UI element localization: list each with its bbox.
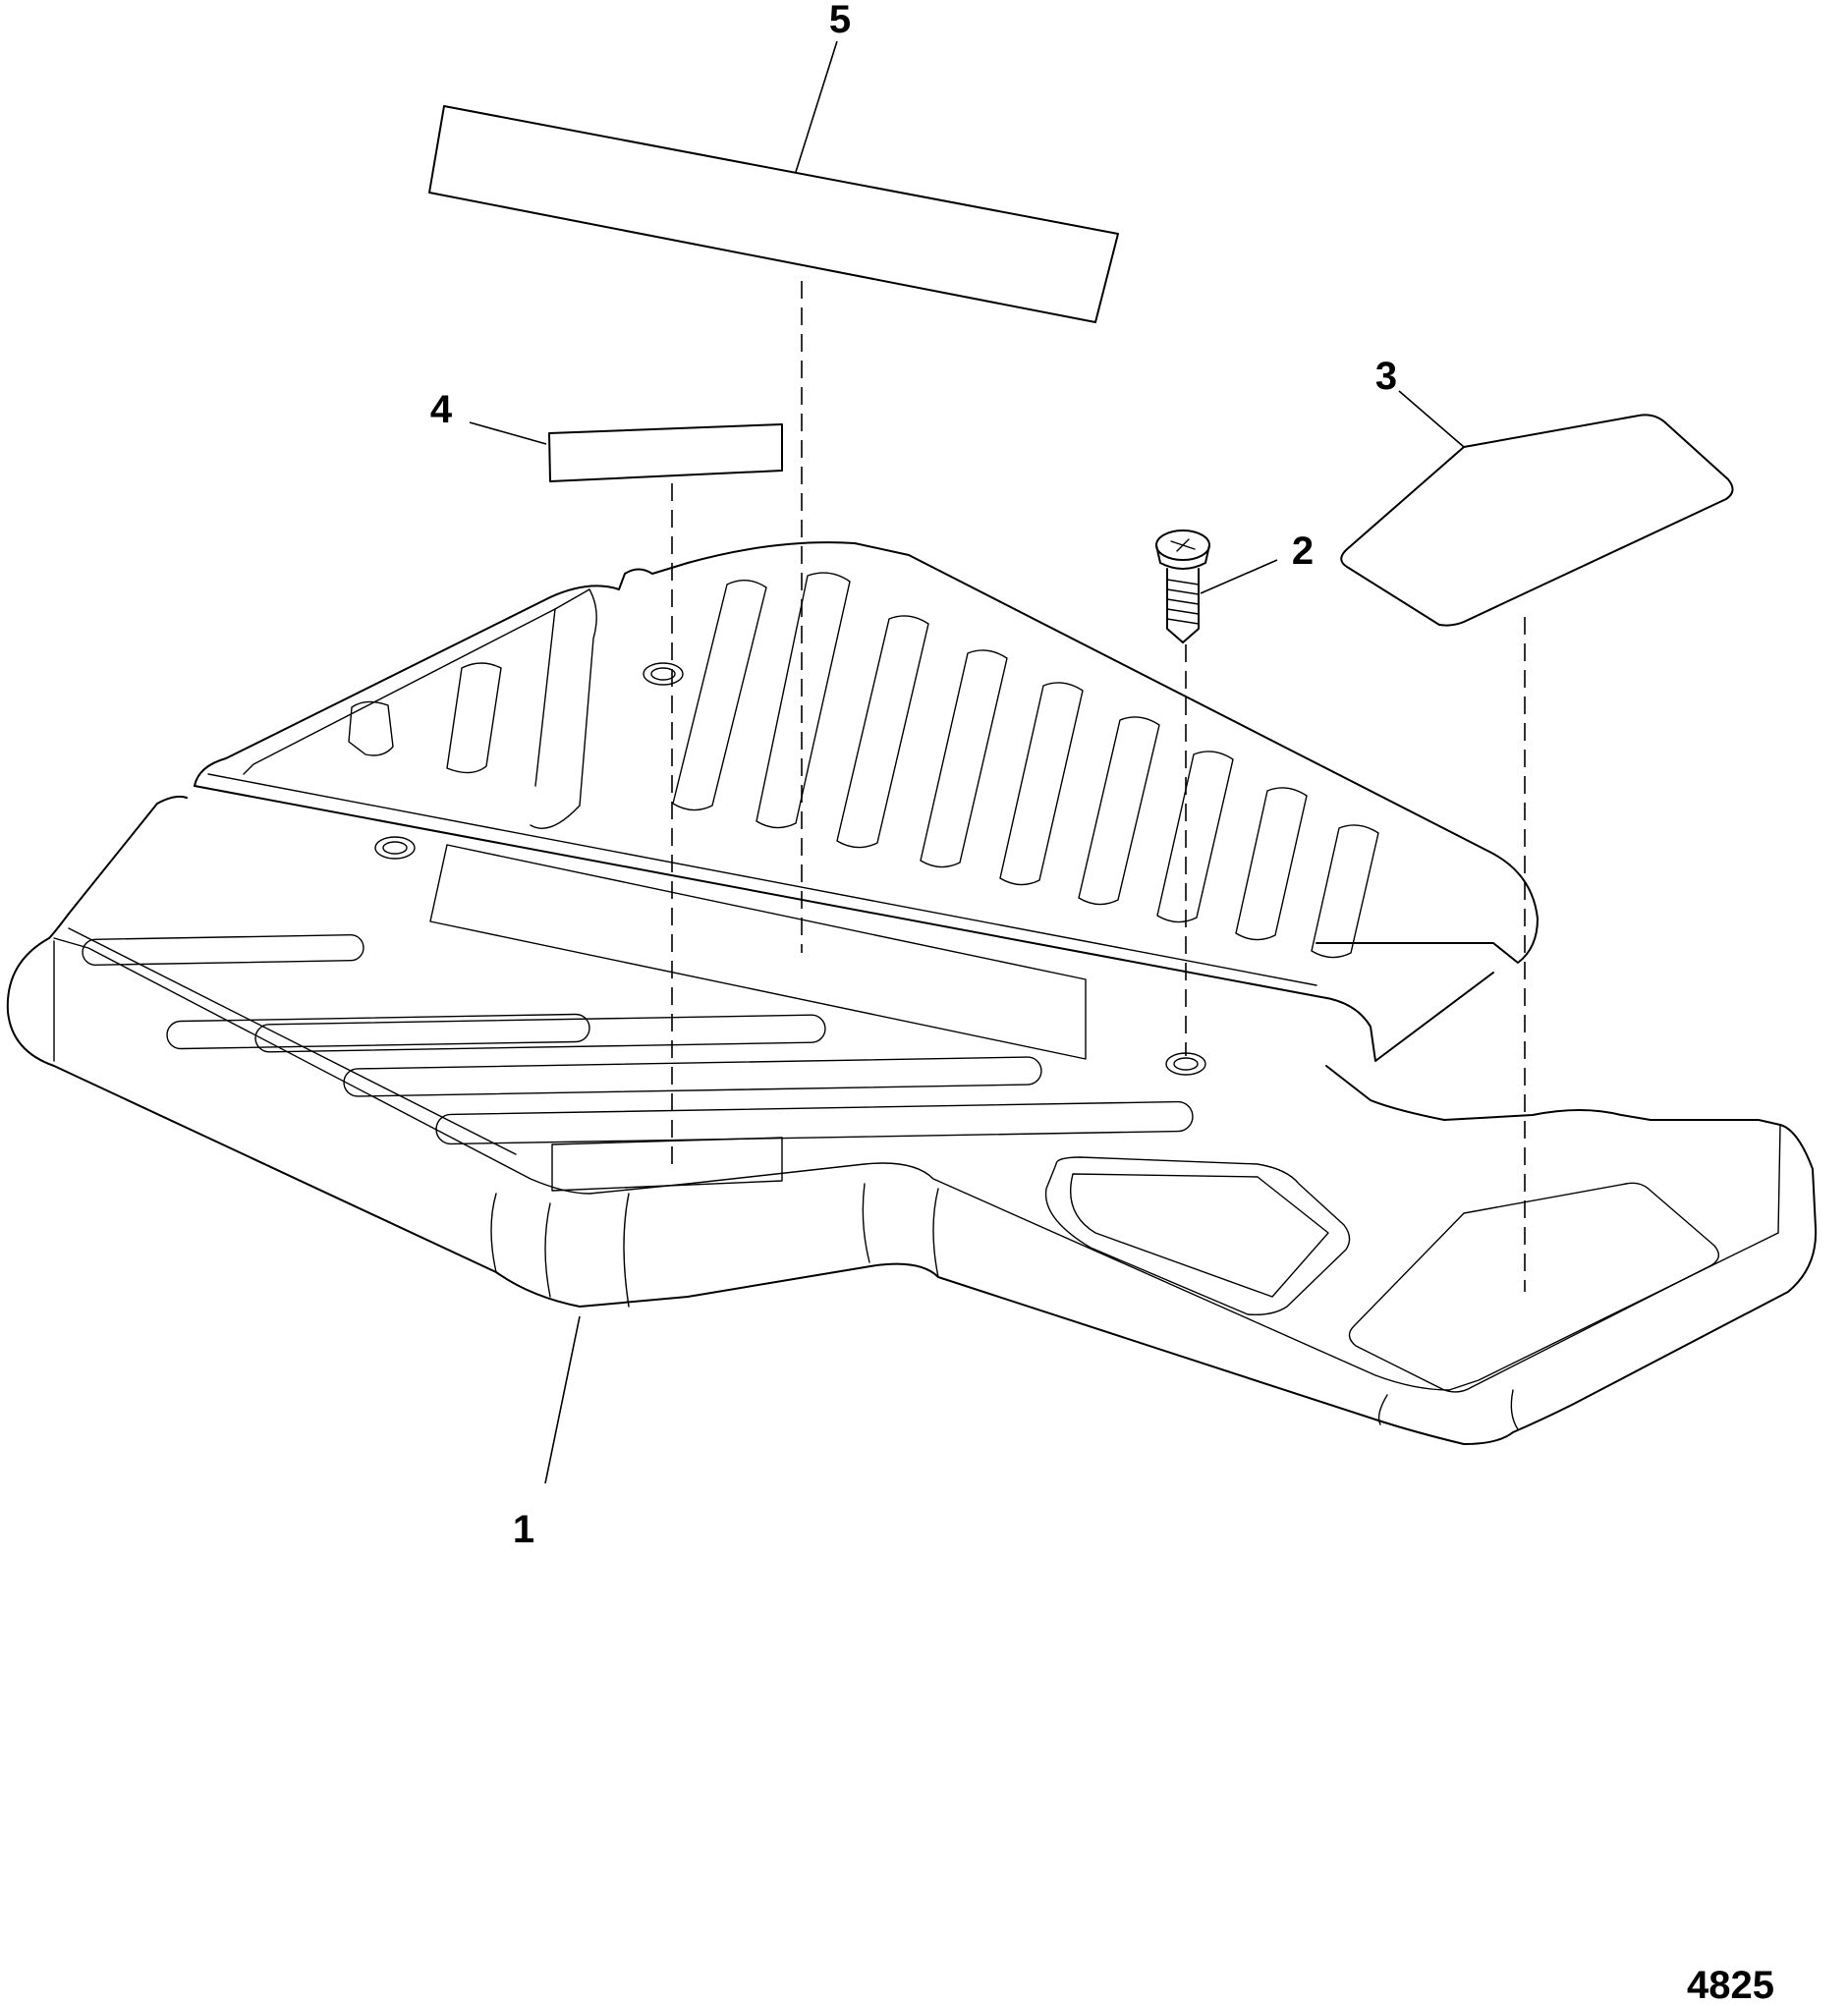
assembly-lines bbox=[671, 281, 1526, 1292]
pad bbox=[1340, 414, 1734, 627]
callout-1: 1 bbox=[513, 1508, 534, 1551]
callout-3: 3 bbox=[1375, 355, 1397, 398]
decal-large bbox=[428, 105, 1119, 323]
callout-2: 2 bbox=[1292, 529, 1314, 573]
figure-number: 4825 bbox=[1687, 1964, 1774, 2006]
cover-plate bbox=[6, 541, 1818, 1445]
callout-5: 5 bbox=[829, 0, 851, 41]
leader-lines bbox=[469, 40, 1465, 1484]
decal-small bbox=[548, 423, 783, 482]
callout-4: 4 bbox=[430, 388, 453, 431]
screw bbox=[1155, 529, 1210, 643]
